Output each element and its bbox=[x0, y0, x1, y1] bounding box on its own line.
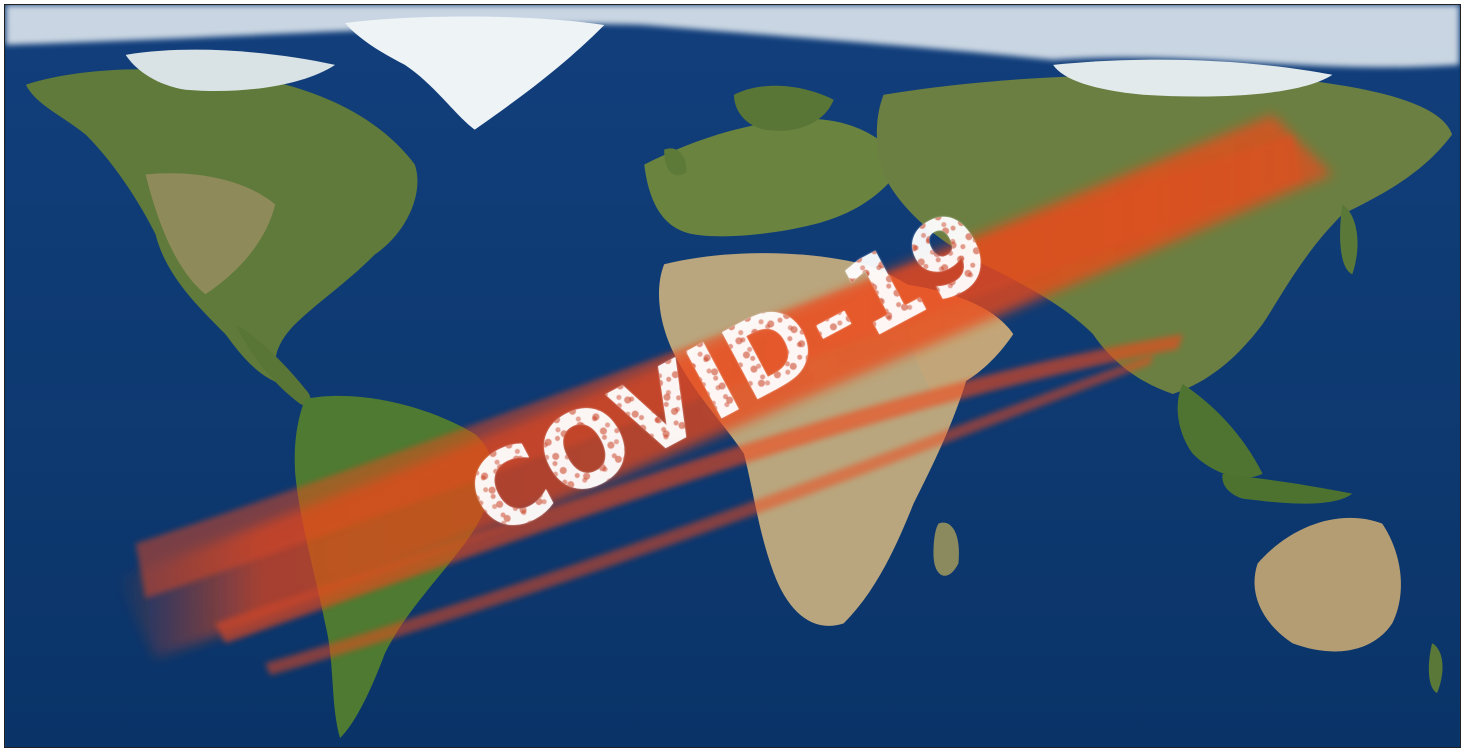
usa-plains bbox=[145, 173, 276, 295]
australia bbox=[1254, 517, 1401, 652]
uk bbox=[664, 148, 687, 176]
north-america-arctic bbox=[125, 49, 336, 92]
siberia-snow bbox=[1053, 59, 1333, 97]
southeast-asia bbox=[1177, 383, 1263, 478]
central-america bbox=[235, 324, 311, 406]
scandinavia bbox=[733, 85, 834, 131]
world-map-photo: COVID-19 COVID-19 bbox=[4, 4, 1461, 748]
japan bbox=[1340, 204, 1358, 275]
new-zealand bbox=[1428, 643, 1443, 694]
indonesia bbox=[1222, 473, 1353, 504]
greenland bbox=[345, 16, 605, 130]
